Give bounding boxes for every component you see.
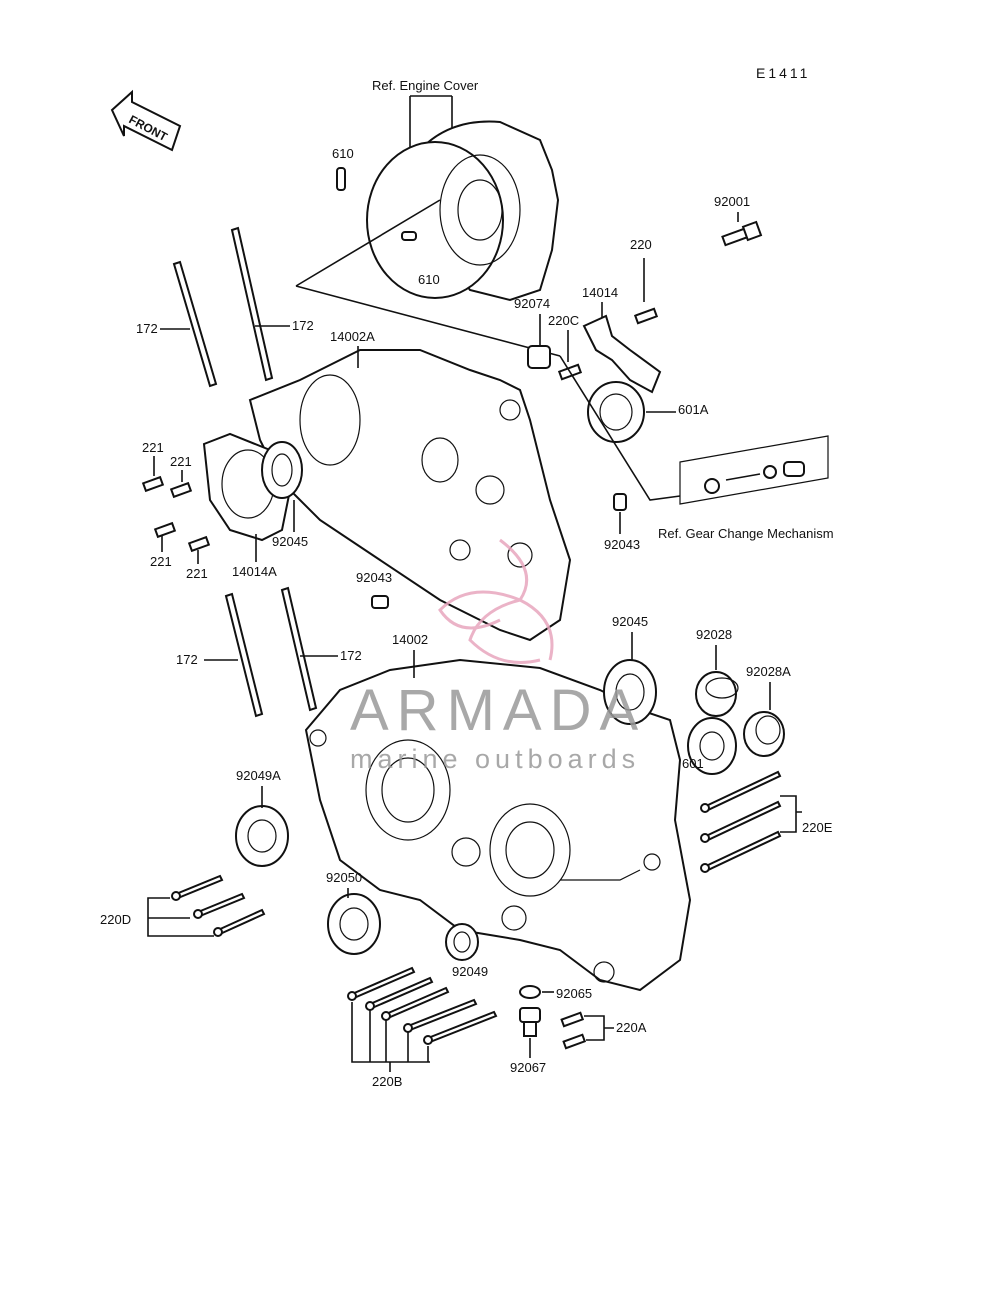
plug-92067 (519, 1007, 541, 1037)
watermark-brand: ARMADA (350, 678, 646, 743)
upper-crankcase-14002A (248, 349, 572, 642)
stud-172-b (230, 226, 274, 382)
pin-92043-a (613, 493, 627, 511)
dowel-pin-610-top (336, 167, 346, 191)
watermark-tagline: marine outboards (350, 744, 640, 774)
front-arrow-icon: FRONT (110, 89, 182, 152)
label-92045-b: 92045 (612, 614, 648, 629)
lower-crankcase-14002 (304, 658, 692, 992)
label-220: 220 (630, 237, 652, 252)
label-172-d: 172 (340, 648, 362, 663)
bolt-220A-b (562, 1033, 587, 1050)
ref-gear-change: Ref. Gear Change Mechanism (658, 526, 834, 541)
dowel-pin-610-mid (401, 231, 417, 241)
label-220B: 220B (372, 1074, 402, 1089)
seal-92049A (235, 805, 289, 867)
armada-logo-icon (438, 538, 554, 664)
watermark: ARMADA marine outboards (350, 538, 646, 774)
screw-221-d (187, 535, 211, 553)
label-92049A: 92049A (236, 768, 281, 783)
bolt-220 (633, 307, 659, 325)
label-220A: 220A (616, 1020, 647, 1035)
screw-221-c (153, 521, 177, 539)
label-92045-a: 92045 (272, 534, 308, 549)
cap-92028A (743, 711, 785, 757)
label-172-b: 172 (292, 318, 314, 333)
bolts-220E (700, 770, 782, 873)
diagram-code: E1411 (756, 65, 810, 81)
label-92001: 92001 (714, 194, 750, 209)
bolts-220B (347, 966, 498, 1045)
label-172-a: 172 (136, 321, 158, 336)
stud-172-a (172, 260, 218, 388)
label-92050: 92050 (326, 870, 362, 885)
label-610-mid: 610 (418, 272, 440, 287)
seal-92050 (327, 893, 381, 955)
bracket-14014 (582, 314, 662, 394)
label-610-top: 610 (332, 146, 354, 161)
label-92049: 92049 (452, 964, 488, 979)
screw-221-a (141, 475, 165, 493)
ref-engine-cover: Ref. Engine Cover (372, 78, 479, 93)
label-220D: 220D (100, 912, 131, 927)
seal-92045-upper (261, 441, 303, 499)
label-172-c: 172 (176, 652, 198, 667)
bearing-601 (687, 717, 737, 775)
bolt-220A-a (560, 1011, 585, 1028)
washer-92065 (519, 985, 541, 999)
engine-cover (366, 120, 560, 302)
label-92065: 92065 (556, 986, 592, 1001)
label-601: 601 (682, 756, 704, 771)
label-14002: 14002 (392, 632, 428, 647)
bolt-92001 (721, 220, 763, 247)
seal-92049 (445, 923, 479, 961)
stud-172-c (224, 592, 264, 718)
stud-172-d (280, 586, 318, 712)
bearing-601A (587, 381, 645, 443)
plug-92074 (527, 345, 551, 369)
label-220E: 220E (802, 820, 833, 835)
label-92028: 92028 (696, 627, 732, 642)
label-14002A: 14002A (330, 329, 375, 344)
pin-92043-b (371, 595, 389, 609)
screw-221-b (169, 481, 193, 499)
label-14014A: 14014A (232, 564, 277, 579)
label-92043-b: 92043 (356, 570, 392, 585)
label-221-c: 221 (150, 554, 172, 569)
label-92074: 92074 (514, 296, 550, 311)
label-221-a: 221 (142, 440, 164, 455)
label-220C: 220C (548, 313, 579, 328)
label-92043-a: 92043 (604, 537, 640, 552)
label-92067: 92067 (510, 1060, 546, 1075)
bearing-92045-lower (603, 659, 657, 725)
cap-92028 (695, 671, 739, 717)
label-92028A: 92028A (746, 664, 791, 679)
label-14014: 14014 (582, 285, 618, 300)
bolts-220D (171, 874, 266, 937)
label-221-b: 221 (170, 454, 192, 469)
label-221-d: 221 (186, 566, 208, 581)
label-601A: 601A (678, 402, 709, 417)
